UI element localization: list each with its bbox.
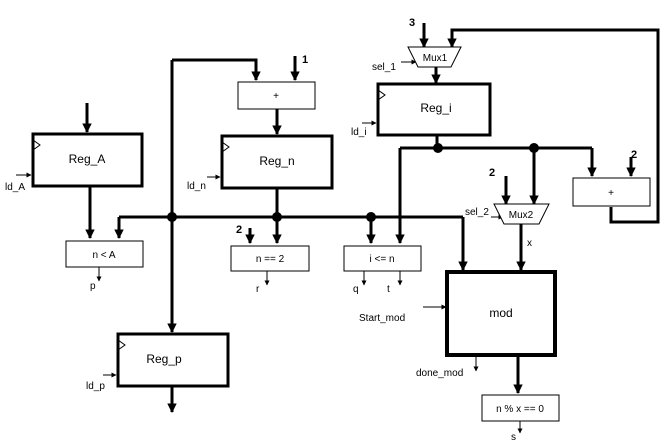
const-3-label: 3 xyxy=(409,17,415,29)
sel-1-label: sel_1 xyxy=(372,62,396,73)
junction-dot xyxy=(167,212,177,222)
cmp-n-eq-2-label: n == 2 xyxy=(256,254,285,265)
cmp-mod-eq-0-label: n % x == 0 xyxy=(496,404,544,415)
q-label: q xyxy=(353,284,359,295)
const-2-n-eq-2-label: 2 xyxy=(236,224,242,236)
const-2-adder-i-label: 2 xyxy=(631,149,637,161)
cmp-i-le-n-label: i <= n xyxy=(369,254,394,265)
start-mod-label: Start_mod xyxy=(359,313,405,324)
wire-feedback-mux1 xyxy=(447,28,660,224)
cmp-i-le-n-block: i <= n xyxy=(343,245,422,272)
cmp-n-lt-a-block: n < A xyxy=(65,240,144,268)
mux1-label: Mux1 xyxy=(423,53,448,64)
junction-dot xyxy=(366,212,376,222)
adder-i-block: + xyxy=(572,177,651,207)
ld-i-label: ld_i xyxy=(351,127,367,138)
reg-n-label: Reg_n xyxy=(259,154,294,168)
cmp-n-eq-2-block: n == 2 xyxy=(230,245,310,272)
const-2-mux2-label: 2 xyxy=(489,167,495,179)
control-lines xyxy=(16,59,523,434)
mux2-label: Mux2 xyxy=(509,210,534,221)
reg-a-label: Reg_A xyxy=(69,152,106,166)
wire-feedback-adder-n xyxy=(172,58,261,81)
p-label: p xyxy=(90,281,96,292)
adder-n-block: + xyxy=(237,81,316,110)
reg-i-label: Reg_i xyxy=(420,101,451,115)
reg-a-block: Reg_A xyxy=(31,132,144,188)
junction-dot xyxy=(433,143,443,153)
mux1-block: Mux1 xyxy=(407,46,462,68)
const-1-label: 1 xyxy=(302,54,308,66)
reg-p-label: Reg_p xyxy=(146,352,182,366)
junctions xyxy=(167,143,539,222)
r-label: r xyxy=(256,284,260,295)
ld-p-label: ld_p xyxy=(86,381,105,392)
constant-labels: 3 1 2 2 2 xyxy=(236,17,637,236)
reg-i-block: Reg_i xyxy=(376,82,492,137)
reg-p-block: Reg_p xyxy=(116,332,230,388)
mod-label: mod xyxy=(489,306,512,320)
junction-dot xyxy=(529,143,539,153)
ld-a-label: ld_A xyxy=(5,182,25,193)
s-label: s xyxy=(511,432,516,443)
adder-n-label: + xyxy=(273,91,279,102)
t-label: t xyxy=(387,284,390,295)
mux2-block: Mux2 xyxy=(493,203,550,225)
junction-dot xyxy=(272,212,282,222)
mod-block: mod xyxy=(445,270,557,357)
ld-n-label: ld_n xyxy=(187,181,206,192)
sel-2-label: sel_2 xyxy=(465,207,489,218)
reg-n-block: Reg_n xyxy=(220,134,334,190)
cmp-mod-eq-0-block: n % x == 0 xyxy=(481,394,560,422)
adder-i-label: + xyxy=(608,188,614,199)
x-label: x xyxy=(527,238,532,249)
done-mod-label: done_mod xyxy=(416,368,463,379)
signal-labels: ld_A ld_n ld_i ld_p sel_1 sel_2 Start_mo… xyxy=(5,62,532,443)
cmp-n-lt-a-label: n < A xyxy=(92,250,115,261)
